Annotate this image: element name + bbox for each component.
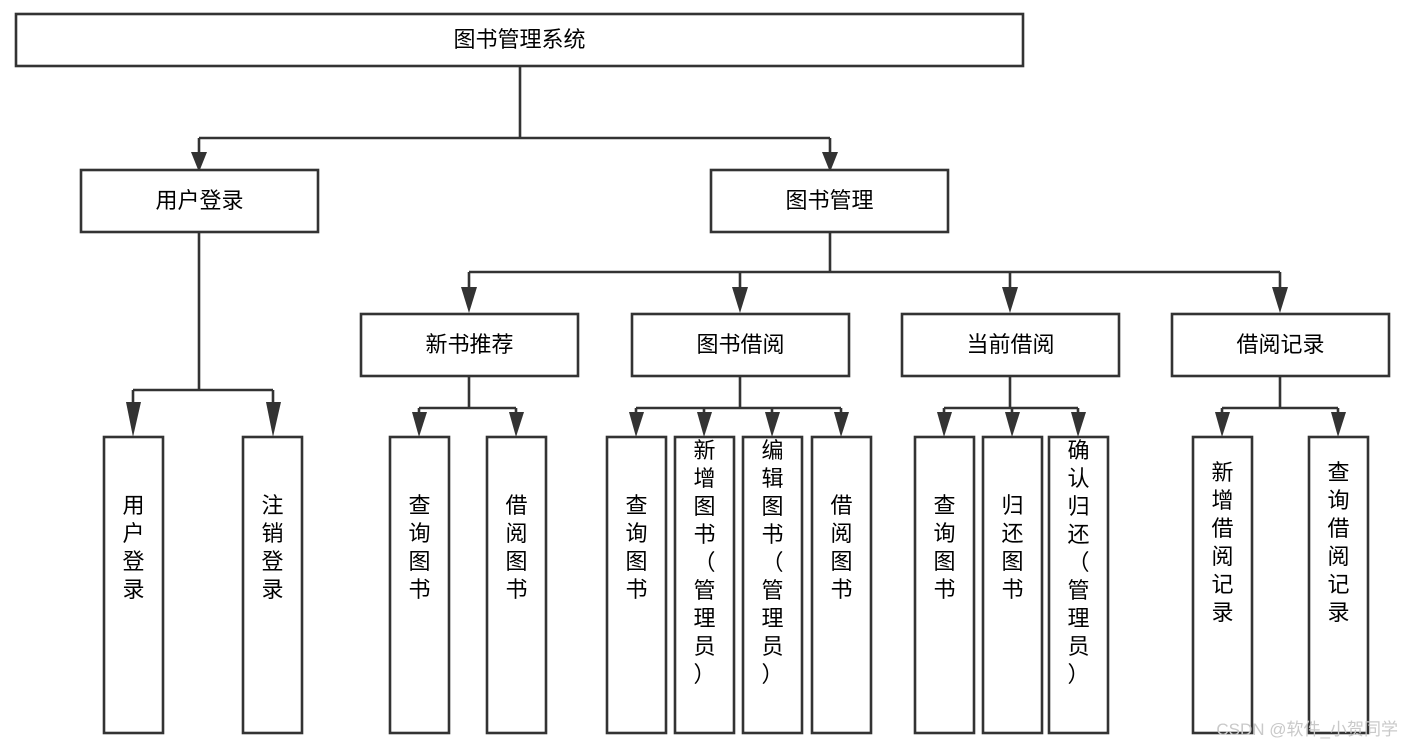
leaf-user-login-logout-box[interactable] bbox=[241, 435, 304, 735]
node-root[interactable]: 图书管理系统 bbox=[14, 12, 1025, 68]
leaf-current-borrow-return-label: 归还图书 bbox=[1001, 493, 1023, 602]
arrow-book-borrow-child-2 bbox=[697, 412, 712, 437]
leaf-new-book-borrow[interactable]: 借阅图书 bbox=[485, 435, 548, 735]
node-root-box[interactable] bbox=[14, 12, 1025, 68]
leaf-book-borrow-borrow[interactable]: 借阅图书 bbox=[810, 435, 873, 735]
node-book-manage-label: 图书管理 bbox=[785, 188, 873, 213]
arrow-book-borrow-child-1 bbox=[629, 412, 644, 437]
leaf-book-borrow-borrow-box[interactable] bbox=[810, 435, 873, 735]
leaf-book-borrow-add-box[interactable] bbox=[673, 435, 736, 735]
node-user-login[interactable]: 用户登录 bbox=[79, 168, 320, 234]
leaf-book-borrow-borrow-label: 借阅图书 bbox=[830, 493, 852, 602]
leaf-user-login-logout-label: 注销登录 bbox=[261, 493, 283, 602]
arrow-to-new-book bbox=[461, 287, 477, 313]
arrow-user-login-child-2 bbox=[266, 402, 281, 437]
leaf-current-borrow-query-label: 查询图书 bbox=[933, 493, 955, 602]
leaf-book-borrow-add-label: 新增图书（管理员） bbox=[693, 438, 715, 687]
node-current-borrow[interactable]: 当前借阅 bbox=[900, 312, 1121, 378]
leaf-book-borrow-query[interactable]: 查询图书 bbox=[605, 435, 668, 735]
arrow-new-book-child-1 bbox=[412, 412, 427, 437]
leaf-current-borrow-return[interactable]: 归还图书 bbox=[981, 435, 1044, 735]
node-borrow-record-label: 借阅记录 bbox=[1236, 332, 1324, 357]
leaf-new-book-borrow-label: 借阅图书 bbox=[505, 493, 527, 602]
node-book-borrow[interactable]: 图书借阅 bbox=[630, 312, 851, 378]
connector-layer bbox=[126, 66, 1346, 437]
leaf-current-borrow-query-box[interactable] bbox=[913, 435, 976, 735]
arrow-borrow-record-child-1 bbox=[1215, 412, 1230, 437]
leaf-book-borrow-query-box[interactable] bbox=[605, 435, 668, 735]
csdn-watermark: CSDN @软件_小贺同学 bbox=[1216, 720, 1398, 739]
leaf-user-login-login[interactable]: 用户登录 bbox=[102, 435, 165, 735]
leaf-book-borrow-query-label: 查询图书 bbox=[625, 493, 647, 602]
leaf-current-borrow-confirm-label: 确认归还（管理员） bbox=[1067, 438, 1089, 687]
leaf-borrow-record-add-label: 新增借阅记录 bbox=[1211, 460, 1233, 625]
node-book-manage[interactable]: 图书管理 bbox=[709, 168, 950, 234]
leaf-borrow-record-query-box[interactable] bbox=[1307, 435, 1370, 735]
leaf-user-login-login-label: 用户登录 bbox=[122, 493, 144, 602]
arrow-new-book-child-2 bbox=[509, 412, 524, 437]
node-current-borrow-label: 当前借阅 bbox=[966, 332, 1054, 357]
leaf-current-borrow-confirm-box[interactable] bbox=[1047, 435, 1110, 735]
arrow-to-current-borrow bbox=[1002, 287, 1018, 313]
leaf-user-login-login-box[interactable] bbox=[102, 435, 165, 735]
node-root-label: 图书管理系统 bbox=[453, 27, 585, 52]
node-new-book-recommend-label: 新书推荐 bbox=[425, 332, 513, 357]
node-borrow-record-box[interactable] bbox=[1170, 312, 1391, 378]
node-user-login-label: 用户登录 bbox=[155, 188, 243, 213]
leaf-book-borrow-add[interactable]: 新增图书（管理员） bbox=[673, 435, 736, 735]
leaf-current-borrow-query[interactable]: 查询图书 bbox=[913, 435, 976, 735]
leaf-new-book-query-label: 查询图书 bbox=[408, 493, 430, 602]
node-book-manage-box[interactable] bbox=[709, 168, 950, 234]
arrow-to-borrow-record bbox=[1272, 287, 1288, 313]
arrow-current-borrow-child-1 bbox=[937, 412, 952, 437]
arrow-to-book-manage bbox=[822, 152, 838, 172]
leaf-borrow-record-add-box[interactable] bbox=[1191, 435, 1254, 735]
arrow-borrow-record-child-2 bbox=[1331, 412, 1346, 437]
node-user-login-box[interactable] bbox=[79, 168, 320, 234]
node-book-borrow-box[interactable] bbox=[630, 312, 851, 378]
arrow-book-borrow-child-4 bbox=[834, 412, 849, 437]
arrow-to-user-login bbox=[191, 152, 207, 172]
leaf-book-borrow-edit-box[interactable] bbox=[741, 435, 804, 735]
arrow-book-borrow-child-3 bbox=[765, 412, 780, 437]
leaf-current-borrow-return-box[interactable] bbox=[981, 435, 1044, 735]
leaf-new-book-query-box[interactable] bbox=[388, 435, 451, 735]
arrow-current-borrow-child-2 bbox=[1005, 412, 1020, 437]
leaf-borrow-record-add[interactable]: 新增借阅记录 bbox=[1191, 435, 1254, 735]
arrow-user-login-child-1 bbox=[126, 402, 141, 437]
leaf-borrow-record-query[interactable]: 查询借阅记录 bbox=[1307, 435, 1370, 735]
leaf-book-borrow-edit[interactable]: 编辑图书（管理员） bbox=[741, 435, 804, 735]
arrow-to-book-borrow bbox=[732, 287, 748, 313]
leaf-new-book-query[interactable]: 查询图书 bbox=[388, 435, 451, 735]
node-new-book-recommend[interactable]: 新书推荐 bbox=[359, 312, 580, 378]
node-borrow-record[interactable]: 借阅记录 bbox=[1170, 312, 1391, 378]
leaf-borrow-record-query-label: 查询借阅记录 bbox=[1327, 460, 1349, 625]
node-book-borrow-label: 图书借阅 bbox=[696, 332, 784, 357]
arrow-current-borrow-child-3 bbox=[1071, 412, 1086, 437]
leaf-current-borrow-confirm[interactable]: 确认归还（管理员） bbox=[1047, 435, 1110, 735]
leaf-book-borrow-edit-label: 编辑图书（管理员） bbox=[761, 438, 783, 687]
node-new-book-recommend-box[interactable] bbox=[359, 312, 580, 378]
leaf-user-login-logout[interactable]: 注销登录 bbox=[241, 435, 304, 735]
leaf-new-book-borrow-box[interactable] bbox=[485, 435, 548, 735]
node-current-borrow-box[interactable] bbox=[900, 312, 1121, 378]
